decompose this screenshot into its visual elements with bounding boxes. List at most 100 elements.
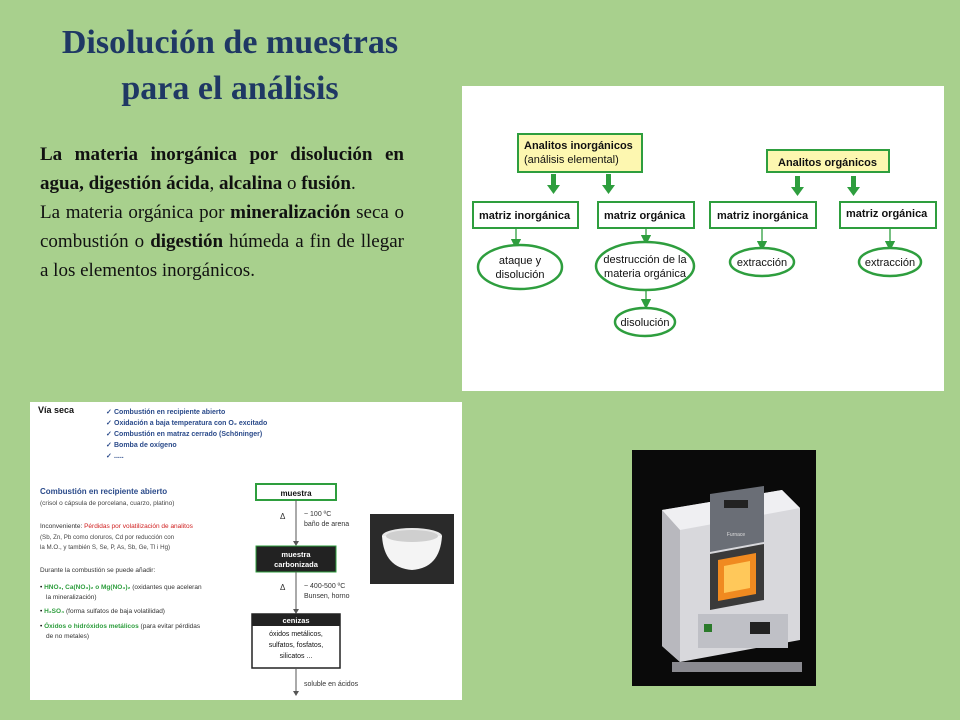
extraccion-label-1: extracción: [737, 257, 787, 269]
temp-1a: ~ 100 ºC: [304, 511, 331, 518]
p1-bold-3: fusión: [301, 173, 351, 194]
crisol-label: (crisol o cápsula de porcelana, cuarzo, …: [40, 500, 174, 507]
bullet-3-rest: (para evitar pérdidas: [139, 623, 201, 630]
p1-bold-2: alcalina: [218, 173, 283, 194]
p1-text-2: o: [282, 173, 302, 194]
analitos-organicos-label: Analitos orgánicos: [778, 157, 877, 169]
analytes-diagram: Analitos inorgánicos (análisis elemental…: [462, 86, 944, 391]
loss-line-2: la M.O., y también S, Se, P, As, Sb, Ge,…: [40, 544, 170, 551]
title-line-1: Disolución de muestras: [61, 24, 399, 61]
bullet-1-rest: (oxidantes que aceleran: [130, 584, 202, 591]
flow-arrowhead-2: [293, 609, 299, 614]
paragraph-inorganic: La materia inorgánica por disolución en …: [40, 140, 404, 198]
matriz-inorganica-label-1: matriz inorgánica: [479, 210, 571, 222]
dry-ashing-diagram: Vía seca ✓Combustión en recipiente abier…: [30, 402, 462, 700]
temp-2b: Bunsen, horno: [304, 593, 350, 600]
thin-arrows: [510, 228, 896, 310]
check-item: Combustión en matraz cerrado (Schöninger…: [114, 431, 262, 438]
combustion-heading: Combustión en recipiente abierto: [40, 487, 167, 496]
p1-text-1: ,: [209, 173, 219, 194]
p2-text-1: La materia orgánica por: [40, 202, 231, 223]
delta-2: Δ: [280, 583, 286, 592]
inconveniente-label: Inconveniente:: [40, 523, 84, 530]
matriz-organica-box-1: [597, 201, 695, 229]
paragraph-organic: La materia orgánica por mineralización s…: [40, 198, 404, 285]
check-icon: ✓: [106, 442, 112, 449]
ataque-label-1: ataque y: [499, 255, 542, 267]
bullet-3: • Óxidos o hidróxidos metálicos (para ev…: [40, 621, 201, 630]
green-down-arrows: [547, 174, 860, 196]
muestra-carb-label-1: muestra: [281, 550, 311, 559]
matriz-inorganica-box-2: [709, 201, 817, 229]
furnace-image: Furnace: [632, 450, 816, 686]
check-item: Combustión en recipiente abierto: [114, 409, 225, 416]
extraccion-ellipse-1: [728, 246, 796, 278]
bullet-2: • H₂SO₄ (forma sulfatos de baja volatili…: [40, 608, 165, 615]
check-item: .....: [114, 453, 124, 460]
cenizas-line-2: sulfatos, fosfatos,: [269, 642, 324, 649]
matriz-organica-label-1: matriz orgánica: [604, 210, 686, 222]
check-item: Oxidación a baja temperatura con O₂ exci…: [114, 420, 267, 427]
disolucion-label: disolución: [621, 317, 670, 329]
matriz-inorganica-label-2: matriz inorgánica: [717, 210, 809, 222]
matriz-organica-box-2: [839, 201, 937, 229]
ataque-ellipse: [476, 243, 564, 291]
furnace-label: Furnace: [727, 532, 746, 538]
destruccion-label-1: destrucción de la: [603, 254, 687, 266]
p2-bold-1: mineralización: [230, 202, 351, 223]
analitos-organicos-box: [766, 149, 890, 173]
cenizas-line-1: óxidos metálicos,: [269, 631, 323, 638]
p1-bold-1: La materia inorgánica por disolución en …: [40, 144, 404, 194]
bullet-2-green: H₂SO₄: [44, 608, 64, 615]
analisis-elemental-label: (análisis elemental): [524, 154, 619, 166]
control-display: [750, 622, 770, 634]
check-icon: ✓: [106, 409, 112, 416]
analitos-inorganicos-label: Analitos inorgánicos: [524, 140, 633, 152]
power-switch: [704, 624, 712, 632]
muestra-label: muestra: [280, 489, 312, 498]
page-title: Disolución de muestras para el análisis: [30, 20, 430, 112]
disolucion-ellipse: [613, 306, 677, 338]
p2-text-2: seca o combustión o: [40, 202, 404, 252]
crucible-image: [370, 514, 454, 584]
p1-text-3: .: [350, 173, 356, 194]
flow-arrowhead-1: [293, 541, 299, 546]
muestra-carbonizada-box: [255, 545, 337, 573]
flow-arrowhead-3: [293, 691, 299, 696]
destruccion-label-2: materia orgánica: [604, 268, 687, 280]
analitos-inorganicos-box: [517, 133, 643, 173]
extraccion-ellipse-2: [857, 246, 923, 278]
cenizas-label: cenizas: [282, 616, 309, 625]
bullet-1-green: HNO₃, Ca(NO₃)₂ o Mg(NO₃)₂: [44, 584, 130, 591]
destruccion-ellipse: [594, 240, 696, 292]
check-list: ✓Combustión en recipiente abierto ✓Oxida…: [106, 409, 267, 460]
soluble-label: soluble en ácidos: [304, 681, 359, 688]
loss-line-1: (Sb, Zn, Pb como cloruros, Cd por reducc…: [40, 534, 175, 541]
cenizas-line-3: silicatos ...: [280, 653, 313, 660]
bullet-1-cont: la mineralización): [46, 594, 97, 601]
cenizas-header: [252, 614, 340, 626]
bullet-2-rest: (forma sulfatos de baja volatilidad): [64, 608, 165, 615]
temp-1b: baño de arena: [304, 521, 349, 528]
furnace-photo: Furnace: [632, 450, 816, 686]
title-line-2: para el análisis: [121, 70, 339, 107]
extraccion-label-2: extracción: [865, 257, 915, 269]
ataque-label-2: disolución: [496, 269, 545, 281]
bullet-3-green: Óxidos o hidróxidos metálicos: [44, 621, 139, 630]
check-item: Bomba de oxígeno: [114, 442, 177, 449]
dry-ashing-svg: Vía seca ✓Combustión en recipiente abier…: [38, 405, 454, 696]
check-icon: ✓: [106, 453, 112, 460]
analytes-diagram-svg: Analitos inorgánicos (análisis elemental…: [472, 133, 937, 338]
inconveniente-line: Inconveniente: Pérdidas por volatilizaci…: [40, 523, 194, 530]
muestra-carb-label-2: carbonizada: [274, 560, 319, 569]
matriz-organica-label-2: matriz orgánica: [846, 208, 928, 220]
additives-list: • HNO₃, Ca(NO₃)₂ o Mg(NO₃)₂ (oxidantes q…: [40, 584, 202, 640]
furnace-display: [724, 500, 748, 508]
inconveniente-red: Pérdidas por volatilización de analitos: [84, 523, 194, 530]
bullet-3-cont: de no metales): [46, 633, 89, 640]
check-icon: ✓: [106, 420, 112, 427]
p2-text-3: húmeda a fin de llegar a los elementos i…: [40, 231, 404, 281]
matriz-inorganica-box-1: [472, 201, 579, 229]
durante-label: Durante la combustión se puede añadir:: [40, 567, 155, 574]
body-text: La materia inorgánica por disolución en …: [40, 140, 404, 285]
